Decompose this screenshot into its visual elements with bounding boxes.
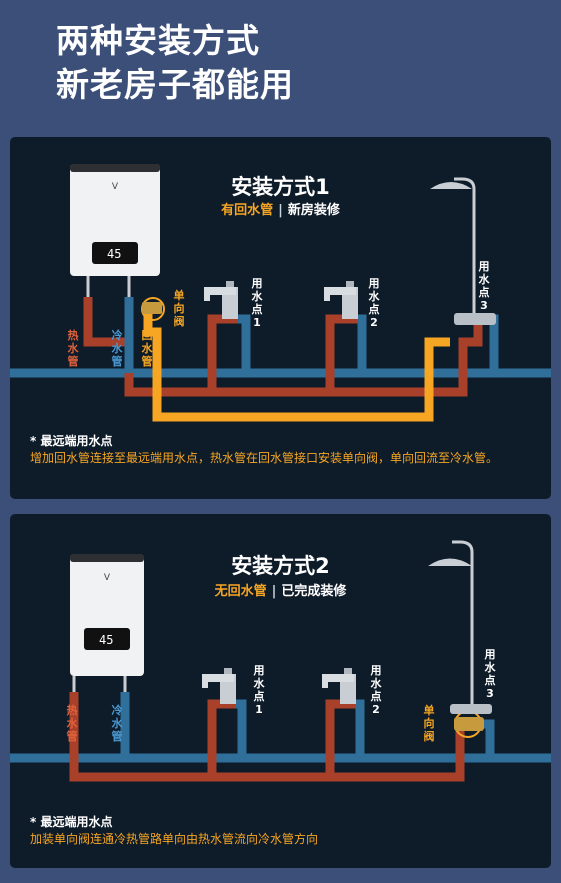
label-point-1: 用水点1 — [251, 277, 263, 329]
method2-sub-sep: | — [271, 584, 277, 599]
faucet-1-icon — [204, 281, 238, 319]
label-cold-pipe: 冷水管 — [111, 329, 123, 368]
faucet-1-icon — [202, 668, 236, 704]
tap2-cold-line — [357, 314, 367, 373]
label-return-pipe: 回水管 — [141, 329, 153, 368]
method2-panel: V 45 安装方式2 无回水管 | 已完成装修 热水管 冷水管 单向阀 用水点1 用… — [10, 514, 551, 868]
method2-note: * 最远端用水点 加装单向阀连通冷热管路单向由热水管流向冷水管方向 — [30, 814, 535, 848]
hot-distribution-line — [124, 319, 483, 397]
label-point-3: 用水点3 — [484, 648, 496, 700]
method1-note-body: 增加回水管连接至最远端用水点，热水管在回水管接口安装单向阀，单向回流至冷水管。 — [30, 451, 499, 465]
hot-main-line — [69, 692, 472, 782]
tap1-hot-line — [207, 314, 238, 392]
shower-arm — [452, 540, 474, 553]
method1-subtitle: 有回水管 | 新房装修 — [10, 199, 551, 218]
label-check-valve: 单向阀 — [173, 289, 185, 328]
svg-text:V: V — [112, 182, 119, 192]
hot-main-line — [83, 297, 129, 347]
method1-title: 安装方式1 — [231, 175, 330, 199]
label-hot-pipe: 热水管 — [66, 704, 78, 743]
method1-diagram: V 45 — [10, 164, 551, 422]
label-cold-pipe: 冷水管 — [111, 704, 123, 743]
method1-panel: V 45 安装方式1 有回水管 | 新房装修 热水管 冷水管 回水管 单向阀 用水点… — [10, 137, 551, 499]
tap2-cold-line — [355, 699, 365, 758]
method2-title: 安装方式2 — [231, 554, 330, 578]
shower-mixer — [454, 313, 496, 325]
label-point-2: 用水点2 — [370, 664, 382, 716]
method1-note: * 最远端用水点 增加回水管连接至最远端用水点，热水管在回水管接口安装单向阀，单… — [30, 433, 535, 467]
method2-sub-highlight: 无回水管 — [214, 584, 267, 599]
method2-sub-rest: 已完成装修 — [281, 584, 347, 599]
water-heater-icon: V 45 — [70, 164, 160, 297]
shower-mixer — [450, 704, 492, 714]
svg-text:V: V — [104, 573, 111, 583]
heater-display: 45 — [107, 247, 121, 261]
headline-line-1: 两种安装方式 — [56, 21, 260, 60]
tap1-hot-line — [207, 699, 236, 777]
label-check-valve: 单向阀 — [423, 704, 435, 743]
label-hot-pipe: 热水管 — [67, 329, 79, 368]
method2-note-title: * 最远端用水点 — [30, 815, 113, 829]
heater-display: 45 — [99, 633, 113, 647]
label-point-1: 用水点1 — [253, 664, 265, 716]
faucet-2-icon — [324, 281, 358, 319]
tap2-hot-line — [325, 314, 358, 392]
shower-head-icon — [430, 182, 472, 189]
method2-diagram: V 45 — [10, 540, 551, 782]
shower-arm — [454, 177, 476, 190]
tap1-cold-line — [238, 314, 251, 373]
method2-note-body: 加装单向阀连通冷热管路单向由热水管流向冷水管方向 — [30, 832, 319, 846]
shower-head-icon — [428, 558, 472, 566]
method1-sub-rest: 新房装修 — [287, 203, 340, 218]
return-line — [143, 307, 450, 422]
faucet-2-icon — [322, 668, 356, 704]
method1-note-title: * 最远端用水点 — [30, 434, 113, 448]
water-heater-icon: V 45 — [70, 554, 144, 692]
method1-sub-highlight: 有回水管 — [221, 203, 274, 218]
tap2-hot-line — [325, 699, 356, 777]
tap1-cold-line — [236, 699, 247, 758]
method1-sub-sep: | — [278, 203, 283, 218]
headline-line-2: 新老房子都能用 — [56, 65, 294, 104]
label-point-2: 用水点2 — [368, 277, 380, 329]
label-point-3: 用水点3 — [478, 260, 490, 312]
method2-subtitle: 无回水管 | 已完成装修 — [10, 580, 551, 599]
